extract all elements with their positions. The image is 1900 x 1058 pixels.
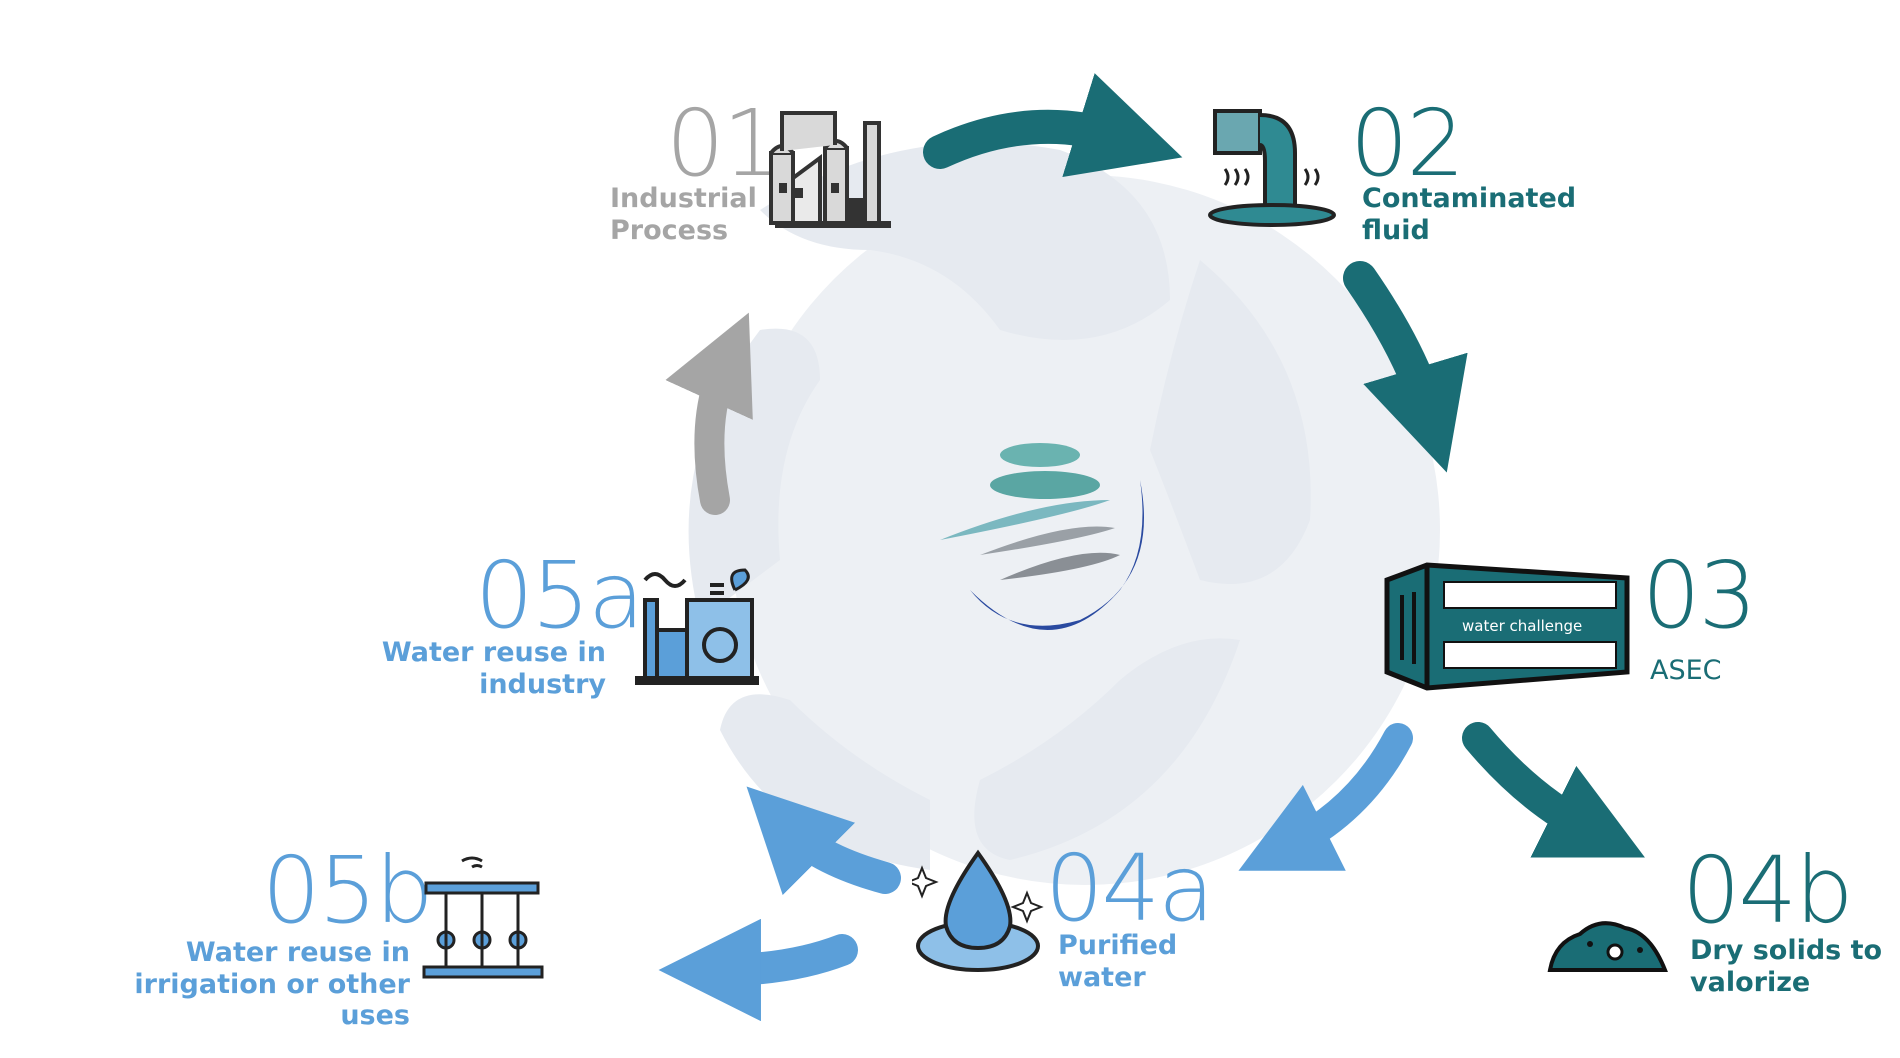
step-05a-label: Water reuse in industry	[360, 637, 606, 700]
step-04a-number: 04a	[1045, 835, 1214, 942]
industry-reuse-icon	[635, 568, 759, 685]
arrow-02-to-03	[1343, 261, 1468, 473]
step-03-number: 03	[1642, 542, 1757, 649]
step-05a-label-line-1: Water reuse in	[381, 637, 606, 668]
step-04a-label-line-1: Purified	[1058, 930, 1178, 961]
arrow-03-to-04a	[1238, 723, 1413, 871]
step-05b-label: Water reuse in irrigation or other uses	[60, 937, 410, 1032]
arrow-01-to-02	[923, 73, 1183, 178]
arrow-05a-to-01	[665, 312, 753, 515]
step-03-label-line-1: ASEC	[1650, 655, 1722, 686]
arrow-04a-to-05b	[658, 918, 858, 1022]
water-drop-icon	[912, 849, 1044, 972]
factory-icon	[769, 111, 891, 228]
step-04b-number: 04b	[1682, 837, 1853, 944]
pipe-spill-icon	[1208, 109, 1336, 227]
step-01-label-line-2: Process	[610, 214, 729, 246]
step-05b-label-line-2: irrigation or other uses	[134, 968, 410, 1032]
step-02-label-line-1: Contaminated	[1362, 183, 1577, 214]
container-icon: water challenge	[1384, 562, 1630, 691]
arrow-03-to-04b	[1462, 722, 1645, 858]
swirl-logo-icon	[940, 443, 1144, 630]
step-04a-label-line-2: water	[1058, 961, 1146, 993]
step-01-label: Industrial Process	[610, 183, 757, 246]
container-brand-text: water challenge	[1462, 617, 1582, 635]
solids-pile-icon	[1547, 921, 1668, 972]
step-05b-label-line-1: Water reuse in	[185, 937, 410, 968]
irrigation-icon	[422, 856, 544, 979]
arrow-04a-to-05a	[746, 786, 901, 896]
step-01-label-line-1: Industrial	[610, 183, 757, 214]
step-01-number: 01	[666, 90, 781, 197]
step-04b-label-line-1: Dry solids to	[1690, 935, 1883, 966]
step-02-label-line-2: fluid	[1362, 214, 1430, 246]
step-05a-number: 05a	[475, 542, 644, 649]
step-04a-label: Purified water	[1058, 930, 1177, 993]
step-02-number: 02	[1350, 90, 1465, 197]
step-05b-number: 05b	[262, 837, 433, 944]
step-04b-label: Dry solids to valorize	[1690, 935, 1882, 998]
step-04b-label-line-2: valorize	[1690, 966, 1811, 998]
step-05a-label-line-2: industry	[479, 668, 606, 700]
step-02-label: Contaminated fluid	[1362, 183, 1576, 246]
step-03-label: ASEC	[1650, 655, 1722, 687]
